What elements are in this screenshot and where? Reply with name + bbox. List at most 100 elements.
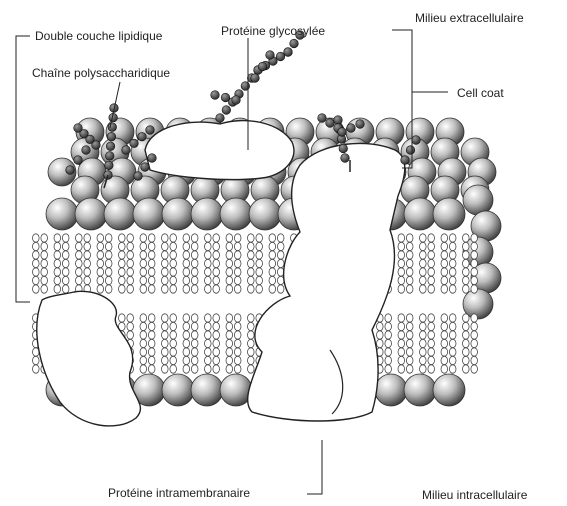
lipid-tail-bead <box>398 348 405 356</box>
lipid-tail-bead <box>148 314 155 322</box>
lipid-tail-bead <box>420 356 427 364</box>
lipid-tail-bead <box>162 268 169 276</box>
lipid-tail-bead <box>398 331 405 339</box>
lipid-tail-bead <box>248 276 255 284</box>
lipid-tail-bead <box>183 268 190 276</box>
front-lipid-heads <box>46 198 465 230</box>
lipid-tail-bead <box>277 259 284 267</box>
lipid-tail-bead <box>183 331 190 339</box>
lipid-tail-bead <box>385 365 392 373</box>
sugar-bead <box>106 142 115 151</box>
lipid-tail-bead <box>449 276 456 284</box>
lipid-tail-bead <box>449 331 456 339</box>
lipid-tail-bead <box>385 348 392 356</box>
lipid-tail-bead <box>119 251 126 259</box>
lipid-tail-bead <box>148 234 155 242</box>
lipid-tail-bead <box>441 348 448 356</box>
sugar-bead <box>290 39 299 48</box>
lipid-tail-bead <box>84 259 91 267</box>
lipid-tail-bead <box>269 268 276 276</box>
lipid-tail-bead <box>183 251 190 259</box>
lipid-tail-bead <box>441 242 448 250</box>
lipid-tail-bead <box>140 251 147 259</box>
lipid-tail-bead <box>205 348 212 356</box>
lipid-head <box>191 374 223 406</box>
sugar-bead <box>341 154 350 163</box>
lipid-tail-bead <box>441 314 448 322</box>
sugar-bead <box>105 161 114 170</box>
lipid-tail-bead <box>84 242 91 250</box>
leader-intramembrane <box>307 440 322 494</box>
lipid-tail-bead <box>119 242 126 250</box>
lipid-head <box>162 198 194 230</box>
lipid-tail-bead <box>105 242 112 250</box>
lipid-tail-bead <box>471 348 478 356</box>
lipid-tail-bead <box>97 259 104 267</box>
lipid-tail-bead <box>213 365 220 373</box>
lipid-tail-bead <box>140 365 147 373</box>
lipid-tail-bead <box>428 251 435 259</box>
lipid-tail-bead <box>406 348 413 356</box>
lipid-tail-bead <box>119 285 126 293</box>
sugar-bead <box>334 116 343 125</box>
lipid-tail-bead <box>441 276 448 284</box>
lipid-tail-bead <box>33 276 40 284</box>
lipid-tail-bead <box>191 322 198 330</box>
lipid-head <box>220 198 252 230</box>
lipid-tail-bead <box>191 285 198 293</box>
lipid-tail-bead <box>471 322 478 330</box>
lipid-tail-bead <box>33 268 40 276</box>
left-membrane-protein <box>37 291 141 426</box>
lipid-tail-bead <box>127 322 134 330</box>
lipid-tail-bead <box>205 285 212 293</box>
lipid-tail-bead <box>41 234 48 242</box>
lipid-tail-bead <box>54 242 61 250</box>
lipid-tail-bead <box>54 251 61 259</box>
lipid-tail-bead <box>406 331 413 339</box>
lipid-tail-bead <box>183 314 190 322</box>
lipid-tail-bead <box>248 331 255 339</box>
lipid-tail-bead <box>140 242 147 250</box>
glycosylated-protein <box>145 121 294 180</box>
lipid-tail-bead <box>183 339 190 347</box>
lipid-tail-bead <box>162 242 169 250</box>
lipid-tail-bead <box>213 285 220 293</box>
lipid-tail-bead <box>162 365 169 373</box>
lipid-tail-bead <box>398 365 405 373</box>
lipid-tail-bead <box>234 339 241 347</box>
lipid-tail-bead <box>140 314 147 322</box>
lipid-tail-bead <box>269 285 276 293</box>
lipid-tail-bead <box>213 331 220 339</box>
sugar-bead <box>146 126 155 135</box>
lipid-tail-bead <box>441 331 448 339</box>
sugar-bead <box>66 166 75 175</box>
lipid-tail-bead <box>41 259 48 267</box>
lipid-tail-bead <box>140 331 147 339</box>
lipid-tail-bead <box>420 365 427 373</box>
lipid-tail-bead <box>105 285 112 293</box>
bracket-lipid-bilayer <box>16 36 30 302</box>
lipid-tail-bead <box>119 234 126 242</box>
lipid-tail-bead <box>76 234 83 242</box>
sugar-bead <box>284 48 293 57</box>
lipid-tail-bead <box>76 268 83 276</box>
lipid-tail-bead <box>170 348 177 356</box>
lipid-tail-bead <box>183 348 190 356</box>
lipid-tail-bead <box>191 268 198 276</box>
lipid-tail-bead <box>463 268 470 276</box>
lipid-head <box>104 198 136 230</box>
lipid-tail-bead <box>205 331 212 339</box>
lipid-tail-bead <box>406 242 413 250</box>
lipid-tail-bead <box>406 234 413 242</box>
lipid-tail-bead <box>226 259 233 267</box>
lipid-tail-bead <box>471 259 478 267</box>
lipid-tail-bead <box>170 234 177 242</box>
lipid-tail-bead <box>213 348 220 356</box>
lipid-tail-bead <box>97 234 104 242</box>
lipid-tail-bead <box>41 276 48 284</box>
lipid-tail-bead <box>148 339 155 347</box>
sugar-bead <box>82 146 91 155</box>
lipid-tail-bead <box>471 339 478 347</box>
lipid-tail-bead <box>33 356 40 364</box>
lipid-tail-bead <box>420 268 427 276</box>
